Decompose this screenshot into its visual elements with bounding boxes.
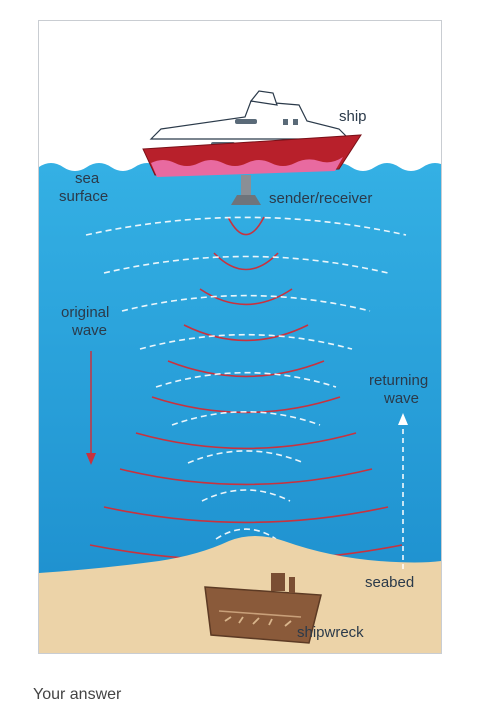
label-shipwreck: shipwreck [297, 624, 364, 641]
original-wave-arc [119, 468, 373, 486]
shipwreck-icon [204, 573, 322, 644]
up-arrow-icon [398, 413, 408, 569]
label-original-wave-1: original [61, 304, 109, 321]
label-sea-surface-1: sea [75, 170, 100, 187]
answer-label: Your answer [33, 686, 122, 703]
returning-wave-arc [187, 450, 305, 464]
returning-wave-arc [121, 294, 371, 312]
returning-wave-arc [155, 371, 337, 388]
label-sender-receiver: sender/receiver [269, 190, 372, 207]
original-wave-arc [227, 216, 265, 236]
label-original-wave-2: wave [71, 322, 107, 339]
original-wave-arc [213, 252, 279, 271]
sonar-transducer-icon [231, 175, 261, 205]
original-wave-arc [135, 432, 357, 450]
original-wave-arc [199, 288, 293, 306]
returning-wave-arc [215, 528, 277, 540]
label-seabed: seabed [365, 574, 414, 591]
diagram-canvas: ship sea surface sender/receiver origina… [39, 21, 441, 653]
down-arrow-icon [86, 351, 96, 465]
label-returning-wave-1: returning [369, 372, 428, 389]
returning-wave-arc [171, 411, 321, 426]
sonar-diagram: ship sea surface sender/receiver origina… [38, 20, 442, 654]
original-wave-arc [167, 360, 325, 378]
original-wave-arc [103, 506, 389, 524]
label-returning-wave-2: wave [383, 390, 419, 407]
returning-wave-arc [201, 489, 291, 502]
returning-wave-arc [85, 216, 407, 236]
label-ship: ship [339, 108, 367, 125]
returning-wave-arc [103, 255, 389, 274]
sea-water [39, 163, 441, 653]
original-wave-arc [183, 324, 309, 342]
ship-icon [142, 90, 362, 177]
label-sea-surface-2: surface [59, 188, 108, 205]
